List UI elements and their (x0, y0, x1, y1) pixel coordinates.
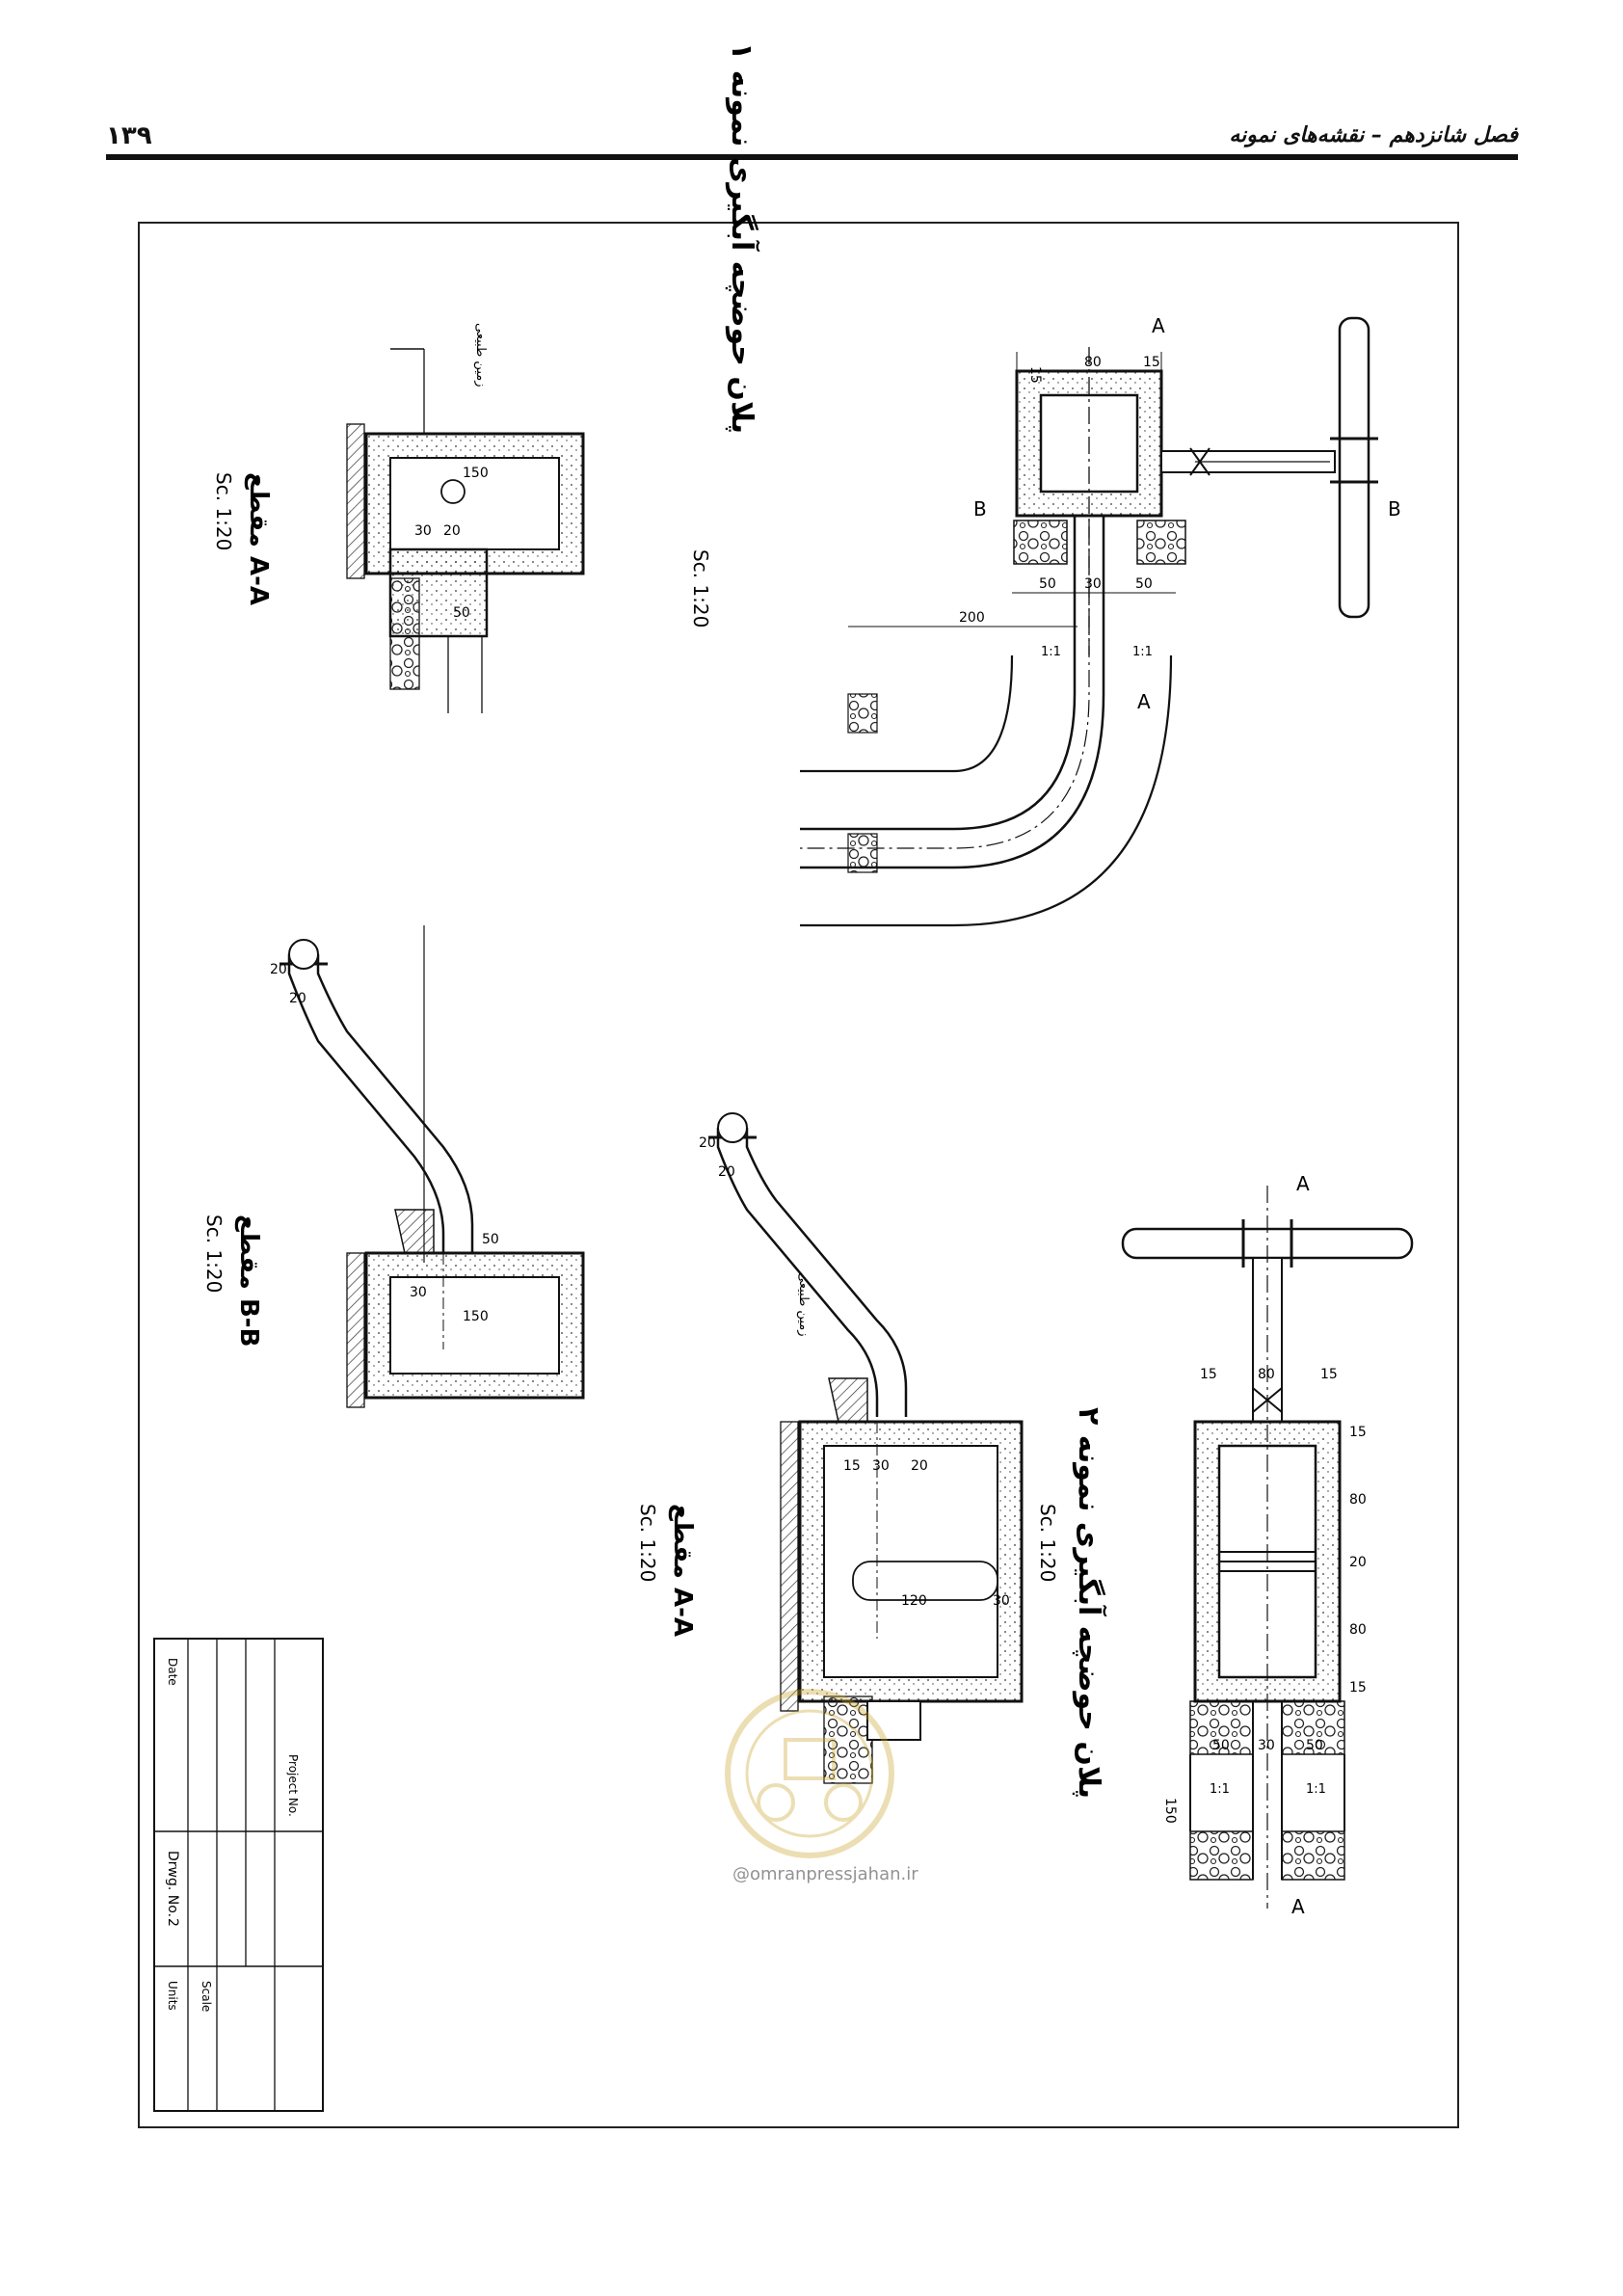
plan2-scale: Sc. 1:20 (1036, 1504, 1059, 1582)
aa1-ground-label: زمین طبیعی (473, 323, 488, 387)
plan1-scale: Sc. 1:20 (689, 549, 712, 627)
aa2-dim-20a: 20 (699, 1135, 716, 1151)
plan1-section-mark-b2: B (1388, 497, 1401, 521)
aa2-ground-label: زمین طبیعی (796, 1272, 811, 1337)
section-aa-top-view: 150 20 30 50 مقطع A-A Sc. 1:20 زمین طبیع… (212, 323, 585, 713)
plan-2-view: 1:1 1:1 50 30 50 150 15 80 15 15 80 20 8… (1036, 1172, 1414, 1918)
section-bb-view: 20 20 30 150 50 مقطع B-B Sc. 1:20 (202, 925, 585, 1408)
bb-dim-50: 50 (482, 1232, 499, 1247)
aa2-scale: Sc. 1:20 (636, 1504, 659, 1582)
plan2-dim-80b: 80 (1349, 1622, 1367, 1638)
plan2-dim-50a: 50 (1212, 1738, 1230, 1753)
aa1-dim-50: 50 (453, 605, 470, 621)
watermark-logo (725, 1689, 894, 1858)
plan1-dim-30: 30 (1084, 576, 1102, 592)
plan1-ratio-b: 1:1 (1132, 645, 1153, 659)
plan2-ratio-b: 1:1 (1306, 1782, 1326, 1797)
plan1-dim-200: 200 (959, 610, 985, 626)
bb-scale: Sc. 1:20 (202, 1215, 226, 1293)
plan1-dim-15b: 15 (1143, 355, 1160, 370)
bb-dim-150: 150 (463, 1309, 489, 1324)
plan2-dim-20: 20 (1349, 1555, 1367, 1570)
plan2-dim-50b: 50 (1306, 1738, 1323, 1753)
plan1-dim-80: 80 (1084, 355, 1102, 370)
tb-project-label: Project No. (286, 1754, 300, 1817)
plan2-dim-15d: 15 (1349, 1680, 1367, 1695)
plan2-dim-15b: 15 (1320, 1367, 1338, 1382)
page-number: ۱۳۹ (106, 121, 152, 150)
tb-sheet-no: 2 (165, 1918, 180, 1927)
plan2-dim-80a: 80 (1349, 1492, 1367, 1508)
tb-drawing-label: Drwg. No. (165, 1851, 180, 1917)
aa2-title: مقطع A-A (668, 1504, 697, 1637)
tb-unit-label: Units (166, 1981, 179, 2011)
watermark-text: @omranpressjahan.ir (732, 1864, 918, 1884)
aa2-dim-20c: 20 (911, 1458, 928, 1474)
plan2-dim-150: 150 (1162, 1798, 1178, 1824)
aa2-dim-20b: 20 (718, 1164, 735, 1180)
plan2-dim-15a: 15 (1200, 1367, 1217, 1382)
tb-date-label: Date (166, 1658, 179, 1686)
aa2-dim-120: 120 (901, 1593, 927, 1609)
plan1-dim-50a: 50 (1039, 576, 1056, 592)
bb-dim-20b: 20 (289, 991, 306, 1006)
aa2-dim-30: 30 (993, 1593, 1010, 1609)
section-aa-middle-view: زمین طبیعی 20 20 120 30 15 30 20 مقطع A-… (636, 1112, 1024, 1784)
bb-dim-20a: 20 (270, 962, 287, 977)
header-rule (106, 154, 1518, 160)
aa1-dim-150: 150 (463, 466, 489, 481)
bb-dim-30: 30 (410, 1285, 427, 1300)
tb-scale-label: Scale (200, 1981, 213, 2012)
plan1-section-mark-a2: A (1137, 690, 1151, 713)
plan1-dim-15a: 15 (1027, 366, 1043, 384)
chapter-title: فصل شانزدهم – نقشه‌های نمونه (1229, 123, 1518, 147)
plan2-title: پلان حوضچه آبگیری نمونه ۲ (1072, 1407, 1107, 1799)
plan2-dim-80: 80 (1258, 1367, 1275, 1382)
plan1-ratio-a: 1:1 (1041, 645, 1061, 659)
plan2-section-mark-a2: A (1291, 1895, 1305, 1918)
aa1-dim-20: 20 (443, 523, 461, 539)
aa1-dim-30: 30 (414, 523, 432, 539)
plan1-dim-50b: 50 (1135, 576, 1153, 592)
plan2-dim-30: 30 (1258, 1738, 1275, 1753)
drawing-sheet-frame (138, 222, 1459, 2128)
plan2-ratio-a: 1:1 (1210, 1782, 1230, 1797)
aa2-dim-15: 15 (843, 1458, 861, 1474)
plan-1-view: 15 80 15 50 30 50 200 1:1 1:1 پلان حوضچه… (689, 42, 1401, 927)
bb-title: مقطع B-B (234, 1215, 263, 1347)
aa1-scale: Sc. 1:20 (212, 472, 235, 550)
title-block: Date Project No. Drwg. No. Units Scale 2 (153, 1638, 324, 2112)
plan1-section-mark-b: B (973, 497, 987, 521)
plan1-section-mark-a: A (1152, 314, 1165, 337)
aa1-title: مقطع A-A (244, 472, 273, 605)
plan2-dim-15c: 15 (1349, 1425, 1367, 1440)
plan2-section-mark-a: A (1296, 1172, 1310, 1195)
plan1-title: پلان حوضچه آبگیری نمونه ۱ (725, 42, 760, 434)
page-header: ۱۳۹ فصل شانزدهم – نقشه‌های نمونه (106, 114, 1518, 162)
aa2-dim-30b: 30 (872, 1458, 890, 1474)
